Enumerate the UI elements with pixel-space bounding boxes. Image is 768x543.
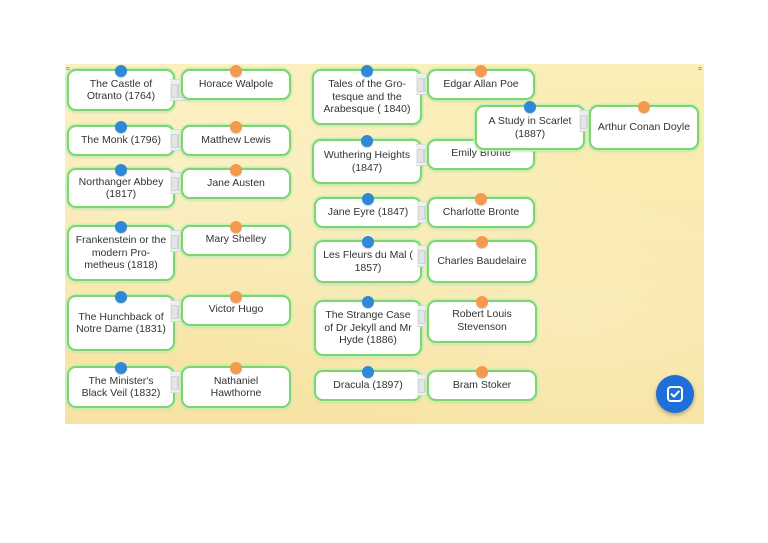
author-card-victor-hugo[interactable]: Victor Hugo — [181, 291, 291, 326]
author-card-label: Emily Bronte — [451, 147, 511, 159]
author-pin — [230, 221, 242, 233]
title-card-label: A Study in Scarlet (1887) — [488, 115, 572, 140]
corner-mark-left: ⌗ — [66, 65, 70, 73]
title-card-jane-eyre[interactable]: Jane Eyre (1847) — [314, 193, 422, 228]
title-card-dracula[interactable]: Dracula (1897) — [314, 366, 422, 401]
author-pin — [476, 236, 488, 248]
title-pin — [524, 101, 536, 113]
title-pin — [115, 221, 127, 233]
title-card-label: Northanger Abbey (1817) — [78, 175, 164, 201]
author-card-label: Horace Walpole — [198, 78, 274, 91]
title-card-label: The Strange Case of Dr Jekyll and Mr Hyd… — [324, 309, 412, 347]
author-card-edgar-allan-poe[interactable]: Edgar Allan Poe — [427, 65, 535, 100]
title-card-label: Frankenstein or the modern Pro-metheus (… — [75, 234, 167, 272]
title-pin — [361, 65, 373, 77]
title-card-the-monk[interactable]: The Monk (1796) — [67, 121, 175, 156]
title-card-label: Dracula (1897) — [333, 379, 403, 392]
matching-board: ⌗ ⌗ The Castle of Otranto (1764) Horace … — [65, 64, 704, 424]
title-card-label: The Monk (1796) — [81, 134, 161, 147]
author-card-label: Jane Austen — [207, 177, 265, 190]
author-card-jane-austen[interactable]: Jane Austen — [181, 164, 291, 199]
author-pin — [230, 291, 242, 303]
title-card-label: The Hunchback of Notre Dame (1831) — [76, 310, 166, 336]
title-pin — [362, 236, 374, 248]
author-card-label: Victor Hugo — [208, 303, 264, 315]
title-pin — [362, 366, 374, 378]
author-card-matthew-lewis[interactable]: Matthew Lewis — [181, 121, 291, 156]
author-card-label: Charlotte Bronte — [442, 206, 520, 219]
title-pin — [115, 362, 127, 374]
title-card-label: The Castle of Otranto (1764) — [86, 77, 156, 103]
author-pin — [476, 366, 488, 378]
title-pin — [115, 291, 127, 303]
author-pin — [230, 164, 242, 176]
title-card-dr-jekyll-and-mr-hyde[interactable]: The Strange Case of Dr Jekyll and Mr Hyd… — [314, 296, 422, 356]
author-card-label: Mary Shelley — [205, 233, 267, 245]
author-pin — [475, 193, 487, 205]
author-card-label: Charles Baudelaire — [437, 255, 527, 268]
title-card-label: Wuthering Heights (1847) — [323, 149, 411, 174]
title-pin — [115, 65, 127, 77]
author-card-label: Arthur Conan Doyle — [597, 121, 691, 134]
author-pin — [638, 101, 650, 113]
check-answers-button[interactable] — [656, 375, 694, 413]
author-pin — [230, 121, 242, 133]
author-card-label: Nathaniel Hawthorne — [210, 374, 262, 400]
title-card-label: Jane Eyre (1847) — [327, 206, 409, 219]
author-pin — [476, 296, 488, 308]
title-card-frankenstein[interactable]: Frankenstein or the modern Pro-metheus (… — [67, 221, 175, 281]
title-card-label: Les Fleurs du Mal ( 1857) — [323, 249, 413, 274]
checkbox-check-icon — [667, 386, 683, 402]
author-card-horace-walpole[interactable]: Horace Walpole — [181, 65, 291, 100]
title-pin — [361, 135, 373, 147]
title-card-northanger-abbey[interactable]: Northanger Abbey (1817) — [67, 164, 175, 208]
author-card-arthur-conan-doyle[interactable]: Arthur Conan Doyle — [589, 101, 699, 150]
title-card-castle-of-otranto[interactable]: The Castle of Otranto (1764) — [67, 65, 175, 111]
title-card-label: Tales of the Gro-tesque and the Arabesqu… — [323, 78, 411, 116]
title-card-a-study-in-scarlet[interactable]: A Study in Scarlet (1887) — [475, 101, 585, 150]
author-card-nathaniel-hawthorne[interactable]: Nathaniel Hawthorne — [181, 362, 291, 408]
author-card-mary-shelley[interactable]: Mary Shelley — [181, 221, 291, 256]
title-card-tales-of-the-grotesque[interactable]: Tales of the Gro-tesque and the Arabesqu… — [312, 65, 422, 125]
corner-mark-right: ⌗ — [698, 65, 702, 73]
author-card-label: Edgar Allan Poe — [443, 78, 519, 91]
title-pin — [115, 164, 127, 176]
title-pin — [362, 193, 374, 205]
title-card-wuthering-heights[interactable]: Wuthering Heights (1847) — [312, 135, 422, 184]
author-card-charles-baudelaire[interactable]: Charles Baudelaire — [427, 236, 537, 283]
author-card-robert-louis-stevenson[interactable]: Robert Louis Stevenson — [427, 296, 537, 343]
author-card-charlotte-bronte[interactable]: Charlotte Bronte — [427, 193, 535, 228]
title-card-les-fleurs-du-mal[interactable]: Les Fleurs du Mal ( 1857) — [314, 236, 422, 283]
title-card-label: The Minister's Black Veil (1832) — [81, 374, 161, 400]
author-pin — [230, 362, 242, 374]
author-card-label: Robert Louis Stevenson — [452, 308, 512, 333]
author-card-label: Matthew Lewis — [201, 134, 271, 147]
author-card-bram-stoker[interactable]: Bram Stoker — [427, 366, 537, 401]
title-pin — [115, 121, 127, 133]
author-pin — [475, 65, 487, 77]
author-card-label: Bram Stoker — [452, 379, 512, 392]
title-card-ministers-black-veil[interactable]: The Minister's Black Veil (1832) — [67, 362, 175, 408]
title-pin — [362, 296, 374, 308]
title-card-hunchback-of-notre-dame[interactable]: The Hunchback of Notre Dame (1831) — [67, 291, 175, 351]
author-pin — [230, 65, 242, 77]
